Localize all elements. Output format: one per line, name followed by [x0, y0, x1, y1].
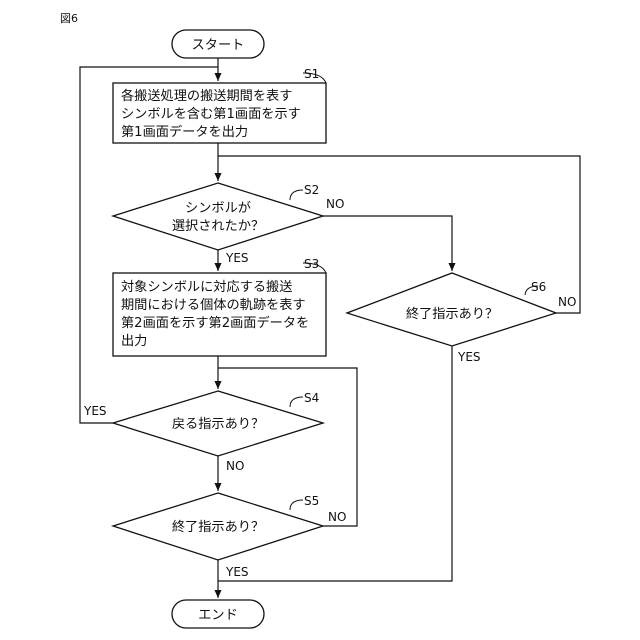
- s5-no-label: NO: [328, 510, 346, 524]
- s2-yes-label: YES: [225, 251, 249, 265]
- end-text: エンド: [198, 608, 238, 623]
- s4-yes-label: YES: [83, 404, 107, 418]
- s3-line-4: 出力: [121, 333, 147, 349]
- s2-decision: [113, 183, 323, 250]
- s2-line-2: 選択されたか？: [172, 218, 264, 234]
- s4-leader: [290, 397, 303, 407]
- s3-step-label: S3: [304, 257, 319, 271]
- s6-yes-label: YES: [457, 350, 481, 364]
- s1-line-3: 第1画面データを出力: [121, 123, 248, 140]
- s2-leader: [290, 190, 303, 200]
- s1-step-label: S1: [304, 67, 319, 81]
- s6-no-label: NO: [558, 295, 576, 309]
- figure-label: 図6: [60, 12, 78, 25]
- s4-step-label: S4: [304, 391, 319, 405]
- s3-line-1: 対象シンボルに対応する搬送: [121, 279, 292, 295]
- s2-no-label: NO: [326, 197, 344, 211]
- s4-line-1: 戻る指示あり？: [172, 416, 264, 432]
- s6-step-label: S6: [531, 280, 546, 294]
- s3-line-3: 第2画面を示す第2画面データを: [121, 314, 309, 331]
- s6-line-1: 終了指示あり？: [406, 306, 498, 322]
- s4-no-label: NO: [226, 459, 244, 473]
- edge-s2-no: [323, 216, 452, 271]
- s3-line-2: 期間における個体の軌跡を表す: [121, 297, 306, 313]
- start-text: スタート: [192, 37, 245, 53]
- s5-line-1: 終了指示あり？: [172, 519, 264, 535]
- s2-line-1: シンボルが: [185, 200, 251, 216]
- s1-line-1: 各搬送処理の搬送期間を表す: [121, 88, 292, 104]
- s2-step-label: S2: [304, 183, 319, 197]
- s5-yes-label: YES: [225, 565, 249, 579]
- s5-leader: [290, 500, 303, 510]
- s5-step-label: S5: [304, 494, 319, 508]
- s1-line-2: シンボルを含む第1画面を示す: [121, 105, 301, 122]
